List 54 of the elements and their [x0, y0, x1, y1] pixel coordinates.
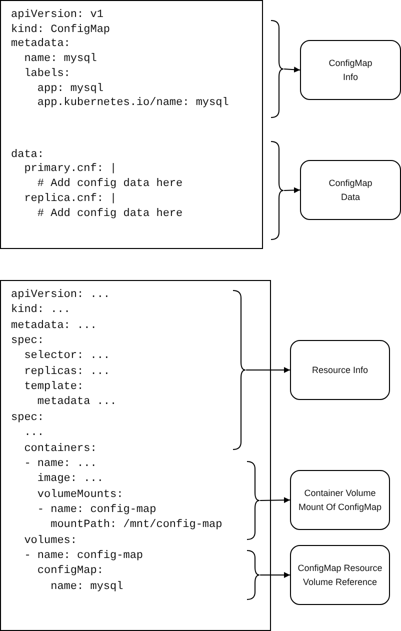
code-line: data: [11, 149, 44, 162]
box-label: Container Volume Mount Of ConfigMap [297, 487, 383, 514]
code-line: ... [23, 427, 44, 440]
code-line: metadata: ... [11, 320, 97, 333]
code-line: image: ... [36, 473, 104, 486]
code-line: apiVersion: v1 [11, 9, 104, 22]
code-panel [0, 0, 263, 249]
code-line: replica.cnf: | [23, 193, 117, 206]
code-line: app.kubernetes.io/name: mysql [36, 97, 229, 110]
curly-brace [247, 550, 260, 600]
arrow [260, 497, 290, 504]
code-panel [0, 280, 271, 631]
code-line: name: mysql [50, 580, 124, 594]
arrow [260, 572, 290, 578]
code-line: app: mysql [36, 83, 104, 96]
rounded-box [290, 545, 390, 605]
curly-brace [247, 461, 260, 540]
rounded-box [300, 160, 401, 220]
curly-brace [271, 141, 284, 240]
code-line: kind: ConfigMap [11, 24, 110, 37]
code-line: - name: config-map [23, 550, 144, 563]
code-line: mountPath: /mnt/config-map [50, 519, 222, 532]
code-line: kind: ... [11, 304, 70, 318]
code-line: selector: ... [23, 350, 110, 364]
box-label: ConfigMap Info [328, 57, 374, 84]
code-line: metadata ... [36, 396, 117, 410]
code-line: spec: [11, 335, 44, 348]
code-line: spec: [11, 412, 44, 425]
curly-brace [233, 290, 246, 450]
code-line: # Add config data here [36, 208, 183, 221]
code-line: volumes: [23, 534, 78, 548]
code-line: apiVersion: ... [11, 289, 110, 302]
code-line: primary.cnf: | [23, 163, 117, 176]
code-line: labels: [23, 68, 70, 81]
code-line: - name: ... [23, 458, 97, 471]
box-label: ConfigMap Data [328, 177, 374, 204]
box-label: ConfigMap Resource Volume Reference [296, 562, 384, 589]
arrow [284, 187, 300, 194]
box-label: Resource Info [312, 364, 368, 377]
arrow [246, 367, 290, 373]
code-line: - name: config-map [36, 504, 156, 517]
curly-brace [271, 20, 284, 118]
code-line: name: mysql [23, 53, 97, 66]
rounded-box [290, 470, 390, 530]
code-line: volumeMounts: [36, 488, 124, 502]
rounded-box [300, 40, 401, 100]
code-line: template: [23, 381, 84, 394]
rounded-box [290, 340, 390, 400]
code-line: replicas: ... [23, 366, 110, 379]
arrow [284, 66, 300, 73]
code-line: # Add config data here [36, 178, 183, 191]
code-line: metadata: [11, 38, 70, 51]
code-line: containers: [23, 442, 97, 456]
code-line: configMap: [36, 565, 104, 578]
